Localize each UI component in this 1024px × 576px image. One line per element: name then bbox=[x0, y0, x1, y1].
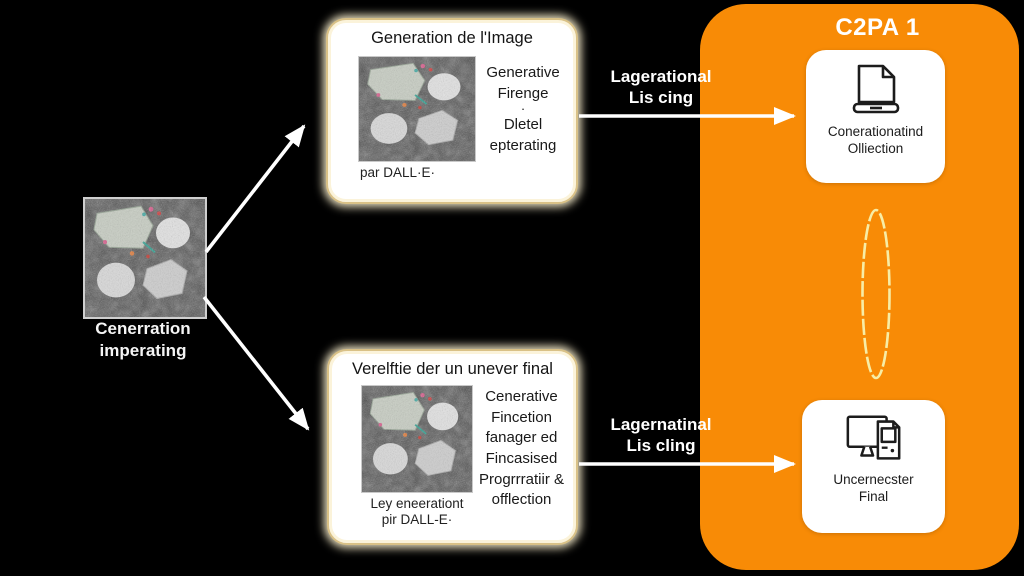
arrow-label-line: Lagerational bbox=[610, 67, 712, 86]
verification-text-line: Progrrratiir & bbox=[478, 470, 564, 488]
card-label-line: Olliection bbox=[847, 140, 904, 156]
source-label-line: imperating bbox=[99, 341, 187, 361]
generation-text-line: Dletel bbox=[503, 116, 543, 134]
verification-image-caption: Ley eneerationt pir DALL-E· bbox=[361, 496, 473, 528]
verification-text-line: Fincetion bbox=[491, 408, 552, 426]
verified-noisy-image bbox=[361, 385, 473, 493]
arrow-label-line: Lagernatinal bbox=[610, 415, 712, 434]
verification-text-line: Cenerative bbox=[485, 388, 558, 405]
declaration-card: Conerationatind Olliection bbox=[806, 50, 945, 183]
source-image-figure bbox=[83, 197, 207, 324]
generated-noisy-image bbox=[358, 56, 476, 162]
top-arrow-label: Lagerational Lis cing bbox=[586, 66, 736, 109]
generation-box-body: par DALL·E· Generative Firenge · Dletel … bbox=[328, 48, 576, 181]
generation-text: Generative Firenge · Dletel epterating bbox=[476, 62, 576, 181]
verification-text-line: Fincasised bbox=[485, 450, 558, 468]
source-noisy-image bbox=[83, 197, 207, 319]
verification-text-line: fanager ed bbox=[485, 429, 558, 447]
c2pa-panel: C2PA 1 Conerationatind Olliection Uncern… bbox=[700, 4, 1019, 570]
declaration-card-label: Conerationatind Olliection bbox=[828, 124, 923, 158]
verification-box: Verelftie der un unever final Ley eneera… bbox=[327, 349, 578, 545]
source-label: Cenerration imperating bbox=[53, 318, 233, 362]
generation-image-column: par DALL·E· bbox=[358, 56, 476, 181]
verification-box-body: Ley eneerationt pir DALL-E· Cenerative F… bbox=[329, 379, 576, 528]
arrow-source-to-verification bbox=[202, 295, 310, 431]
source-label-line: Cenerration bbox=[95, 319, 191, 338]
card-label-line: Final bbox=[858, 488, 889, 504]
verification-image-column: Ley eneerationt pir DALL-E· bbox=[361, 385, 473, 528]
bottom-arrow-label: Lagernatinal Lis cling bbox=[586, 414, 736, 457]
generation-text-line: epterating bbox=[489, 137, 557, 155]
arrow-source-to-generation bbox=[204, 124, 306, 254]
panel-title: C2PA 1 bbox=[835, 14, 920, 41]
caption-line: pir DALL-E· bbox=[381, 512, 453, 528]
generation-text-line: Generative bbox=[486, 64, 560, 81]
connector-ellipse bbox=[861, 208, 891, 380]
arrow-label-line: Lis cing bbox=[628, 88, 694, 108]
card-label-line: Conerationatind bbox=[827, 124, 924, 139]
final-card: Uncernecster Final bbox=[802, 400, 945, 533]
card-label-line: Uncernecster bbox=[833, 472, 914, 487]
generation-image-caption: par DALL·E· bbox=[360, 165, 436, 180]
generation-box: Generation de l'Image par DALL·E· Genera… bbox=[326, 18, 578, 204]
verification-box-title: Verelftie der un unever final bbox=[352, 360, 553, 378]
verification-text: Cenerative Fincetion fanager ed Fincasis… bbox=[473, 387, 576, 528]
arrow-label-line: Lis cling bbox=[626, 436, 696, 456]
document-laptop-icon bbox=[843, 58, 909, 122]
desktop-computer-icon bbox=[839, 408, 909, 470]
verification-text-line: offlection bbox=[491, 491, 552, 509]
final-card-label: Uncernecster Final bbox=[833, 472, 913, 506]
caption-line: Ley eneerationt bbox=[370, 496, 464, 511]
generation-text-line: Firenge bbox=[497, 85, 549, 102]
generation-box-title: Generation de l'Image bbox=[371, 29, 533, 47]
generation-text-line: · bbox=[520, 101, 526, 116]
